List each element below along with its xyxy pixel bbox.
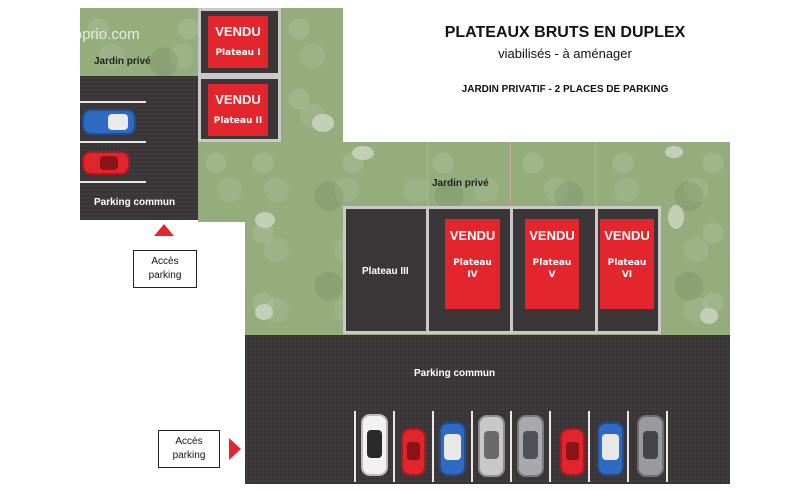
parking-line bbox=[432, 411, 434, 482]
jardin-prive-center-label: Jardin privé bbox=[432, 178, 489, 189]
features-line: JARDIN PRIVATIF - 2 PLACES DE PARKING bbox=[461, 84, 669, 95]
garden-divider bbox=[427, 142, 428, 206]
bush bbox=[665, 146, 683, 158]
lot-name-number: V bbox=[548, 270, 556, 280]
plateau-6-sold-badge: VENDU Plateau VI bbox=[600, 219, 654, 309]
bush bbox=[312, 114, 334, 132]
sold-label: VENDU bbox=[215, 24, 261, 39]
watermark: © EtreProprio.com bbox=[16, 26, 140, 43]
grey-car bbox=[517, 415, 544, 477]
sold-label: VENDU bbox=[215, 92, 261, 107]
left-parking-line bbox=[80, 141, 146, 143]
lot-name: Plateau bbox=[453, 258, 492, 268]
lot-name-number: IV bbox=[467, 270, 478, 280]
page-subtitle: viabilisés - à aménager bbox=[498, 46, 632, 61]
up-arrow-icon bbox=[154, 224, 174, 236]
jardin-prive-left-label: Jardin privé bbox=[94, 56, 151, 67]
sold-label: VENDU bbox=[529, 228, 575, 243]
parking-line bbox=[588, 411, 590, 482]
lot-name: Plateau I bbox=[215, 48, 261, 58]
access-label: Accès bbox=[151, 256, 179, 267]
access-label: parking bbox=[148, 270, 182, 281]
lot-name: Plateau II bbox=[213, 116, 263, 126]
page-title: PLATEAUX BRUTS EN DUPLEX bbox=[444, 24, 686, 41]
access-parking-bottom: Accès parking bbox=[158, 430, 220, 468]
parking-commun-left-label: Parking commun bbox=[94, 197, 176, 208]
plateau-1-sold-badge: VENDU Plateau I bbox=[208, 16, 268, 68]
silver-car bbox=[478, 415, 505, 477]
blue-car bbox=[597, 422, 624, 476]
bush bbox=[352, 146, 374, 160]
plateau-5-sold-badge: VENDU Plateau V bbox=[525, 219, 579, 309]
top-left-garden bbox=[80, 8, 198, 76]
parking-line bbox=[627, 411, 629, 482]
red-car bbox=[401, 428, 426, 476]
sold-label: VENDU bbox=[449, 228, 496, 243]
plateau-4-sold-badge: VENDU Plateau IV bbox=[445, 219, 500, 309]
parking-line bbox=[549, 411, 551, 482]
white-car bbox=[361, 414, 388, 476]
plateau-3-label: Plateau III bbox=[362, 266, 409, 277]
left-parking-line bbox=[80, 101, 146, 103]
lot-name: Plateau bbox=[532, 258, 572, 268]
left-parking-line bbox=[80, 181, 146, 183]
garden-divider bbox=[595, 142, 596, 206]
grey-car bbox=[637, 415, 664, 477]
left-parking-area bbox=[80, 76, 198, 220]
bush bbox=[255, 212, 275, 228]
access-parking-left: Accès parking bbox=[133, 250, 197, 288]
plateau-2-sold-badge: VENDU Plateau II bbox=[208, 84, 268, 136]
parking-line bbox=[354, 411, 356, 482]
parking-line bbox=[393, 411, 395, 482]
lot-name: Plateau bbox=[607, 258, 647, 268]
sold-label: VENDU bbox=[604, 228, 650, 243]
parking-line bbox=[510, 411, 512, 482]
parking-commun-bottom-label: Parking commun bbox=[414, 368, 496, 379]
lot-name-number: VI bbox=[621, 270, 633, 280]
access-label: parking bbox=[172, 450, 206, 461]
blue-car bbox=[439, 422, 466, 476]
blue-car bbox=[82, 109, 136, 135]
bush bbox=[700, 308, 718, 324]
parking-line bbox=[471, 411, 473, 482]
red-car bbox=[560, 428, 585, 476]
parking-line bbox=[666, 411, 668, 482]
bush bbox=[668, 205, 684, 229]
garden-divider bbox=[510, 142, 511, 206]
access-label: Accès bbox=[175, 436, 203, 447]
right-arrow-icon bbox=[229, 438, 241, 460]
bush bbox=[255, 304, 273, 320]
bottom-parking-area bbox=[245, 335, 730, 484]
red-car bbox=[82, 151, 130, 175]
